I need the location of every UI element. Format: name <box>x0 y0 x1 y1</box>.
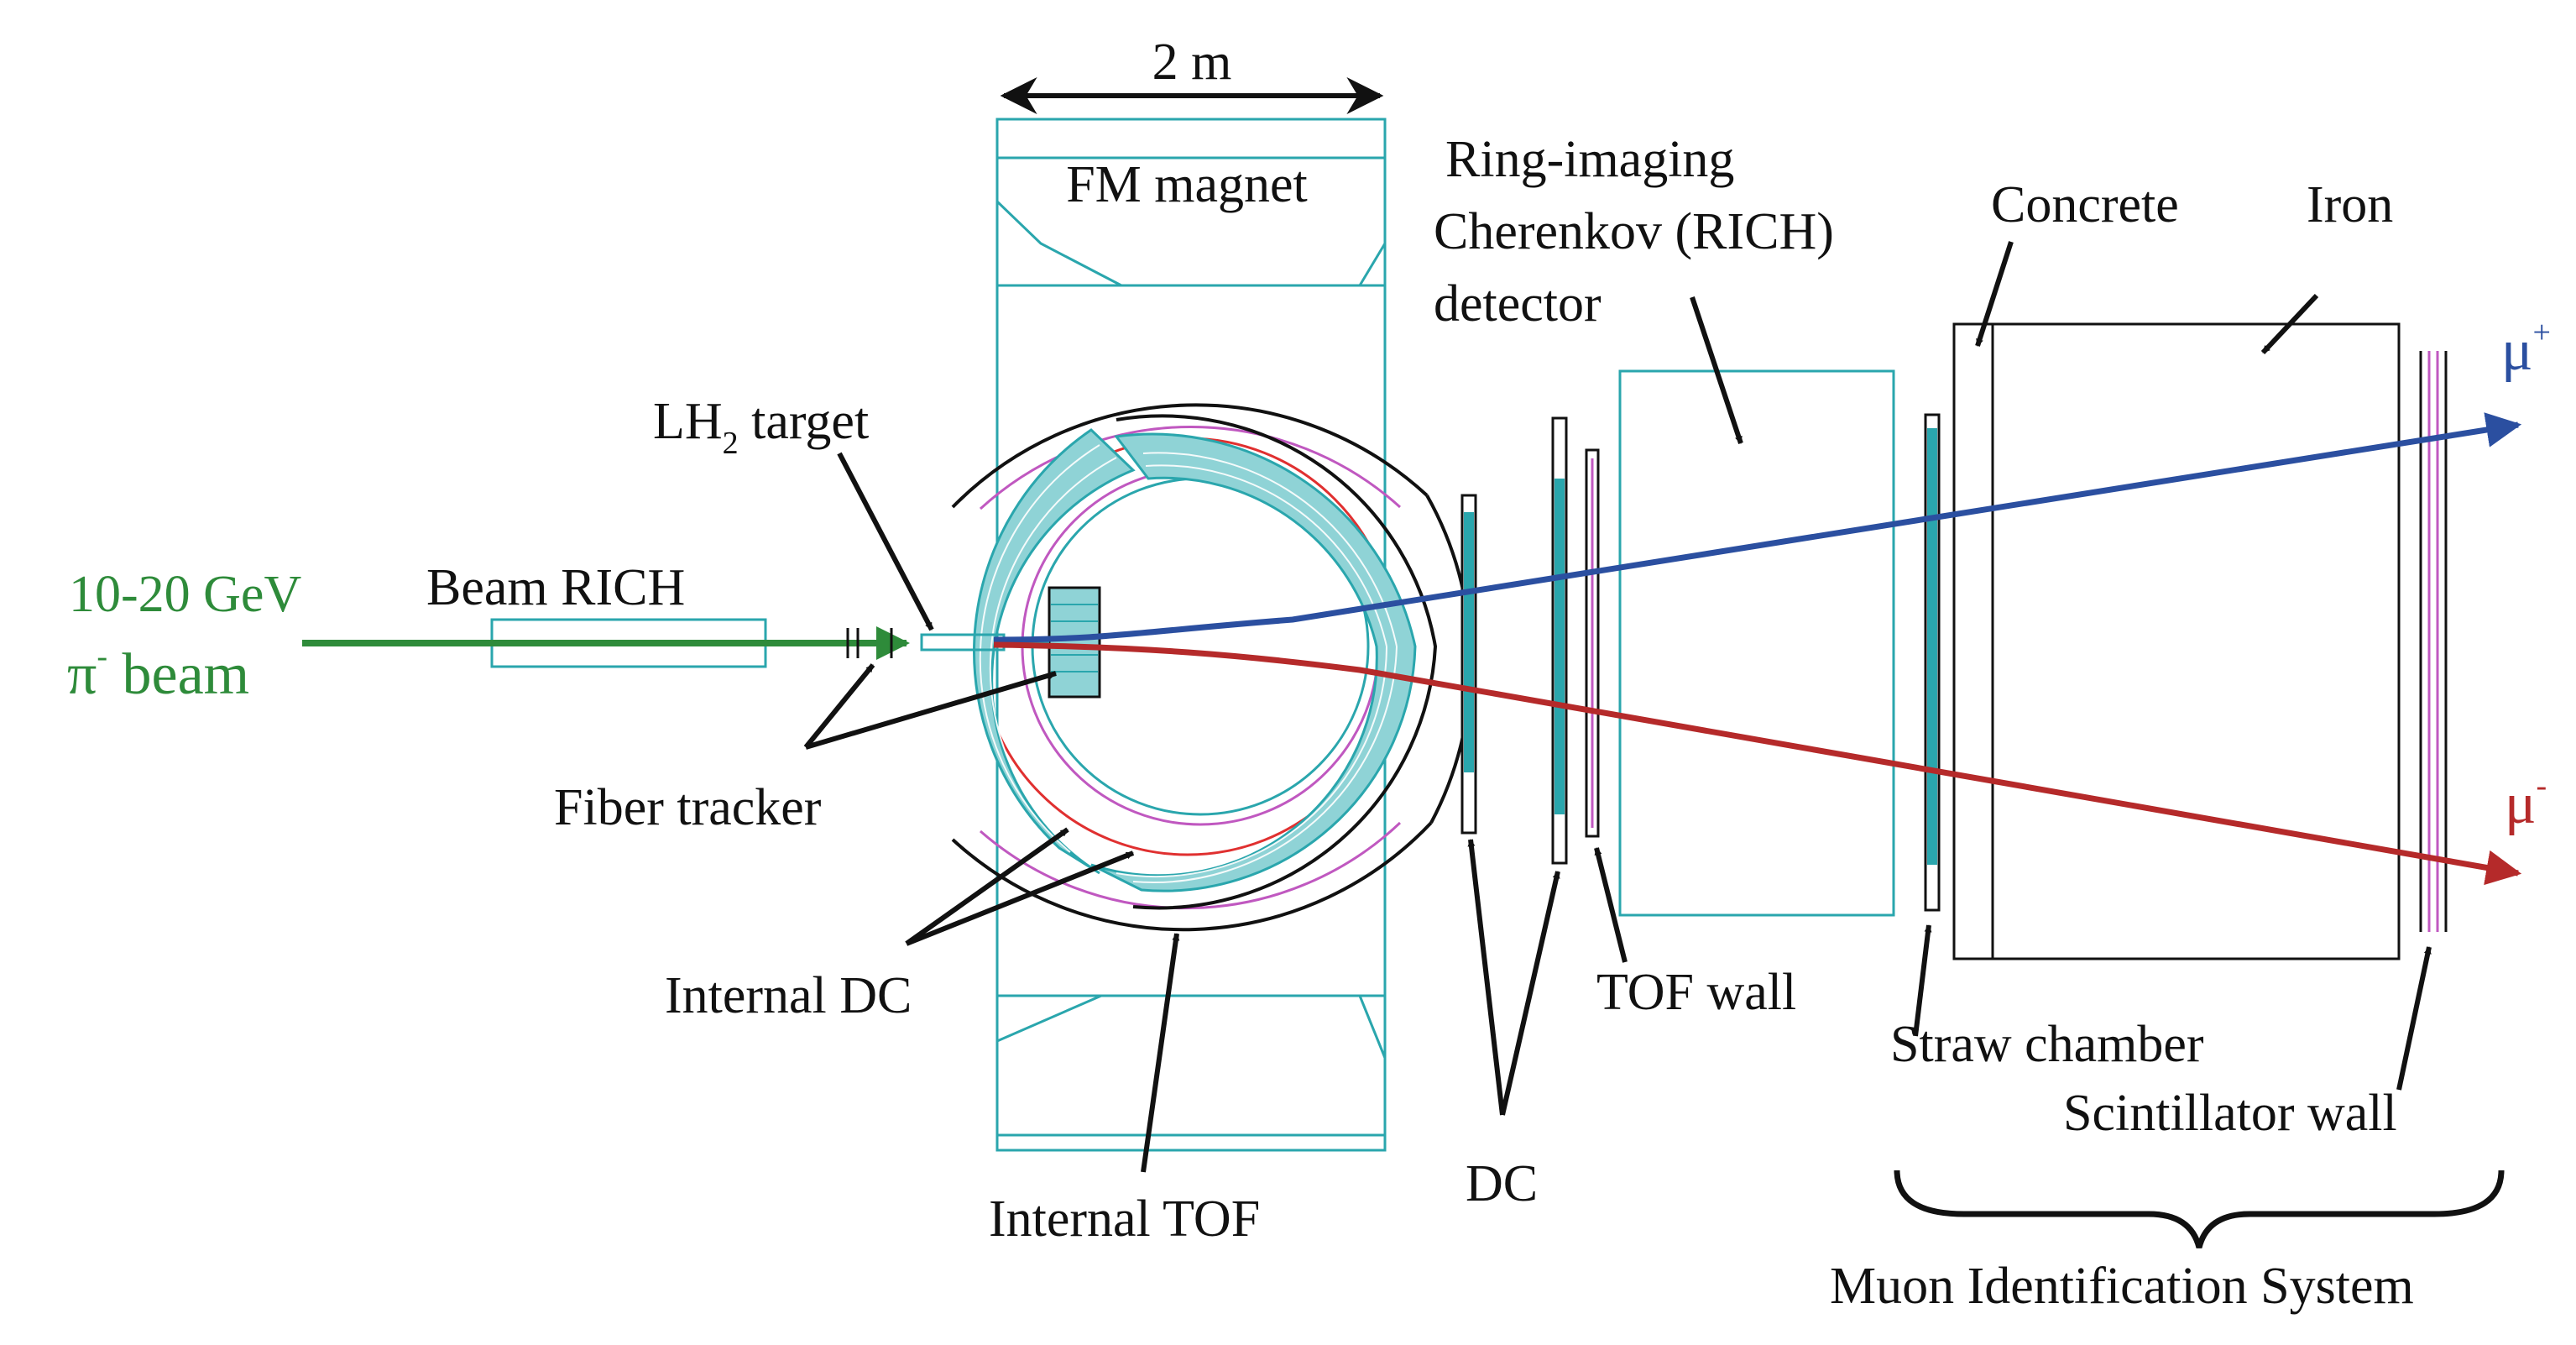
beam-rich-label: Beam RICH <box>426 559 685 616</box>
beam-particle-label: π- beam <box>67 639 249 707</box>
pointer-arrows <box>803 241 2432 1173</box>
straw-chamber-label: Straw chamber <box>1890 1016 2204 1073</box>
rich-label-line1: Ring-imaging <box>1445 131 1734 188</box>
fm-magnet-label: FM magnet <box>1066 156 1308 213</box>
mu-minus-label: μ- <box>2505 768 2547 836</box>
tof-wall-label: TOF wall <box>1596 964 1796 1021</box>
magnet-inner-detectors <box>951 403 1473 932</box>
internal-dc-label: Internal DC <box>665 967 912 1024</box>
dc-planes <box>1460 416 1568 865</box>
rich-label-line3: detector <box>1434 275 1602 332</box>
rich-detector <box>1618 369 1895 917</box>
lh2-target-label: LH2 target <box>653 393 869 461</box>
scale-bar: 2 m <box>1000 34 1384 114</box>
tof-wall <box>1585 448 1600 838</box>
beam-line <box>302 618 1049 668</box>
mu-plus-label: μ+ <box>2501 315 2551 383</box>
scintillator-wall-label: Scintillator wall <box>2063 1085 2397 1142</box>
straw-chamber <box>1924 413 1941 912</box>
rich-label-line2: Cherenkov (RICH) <box>1434 203 1834 260</box>
scintillator-wall <box>2419 351 2448 932</box>
fiber-tracker-label: Fiber tracker <box>554 779 822 836</box>
muon-id-label: Muon Identification System <box>1830 1258 2414 1315</box>
beam-energy-label: 10-20 GeV <box>69 566 301 623</box>
scale-label: 2 m <box>1152 34 1232 91</box>
internal-tof-label: Internal TOF <box>989 1191 1260 1248</box>
concrete-label: Concrete <box>1991 176 2179 233</box>
mu-minus-track <box>993 641 2522 886</box>
iron-label: Iron <box>2307 176 2393 233</box>
concrete-iron-block <box>1952 322 2401 960</box>
muon-id-brace <box>1894 1170 2505 1248</box>
mu-plus-track <box>993 412 2522 643</box>
dc-label: DC <box>1466 1155 1538 1212</box>
